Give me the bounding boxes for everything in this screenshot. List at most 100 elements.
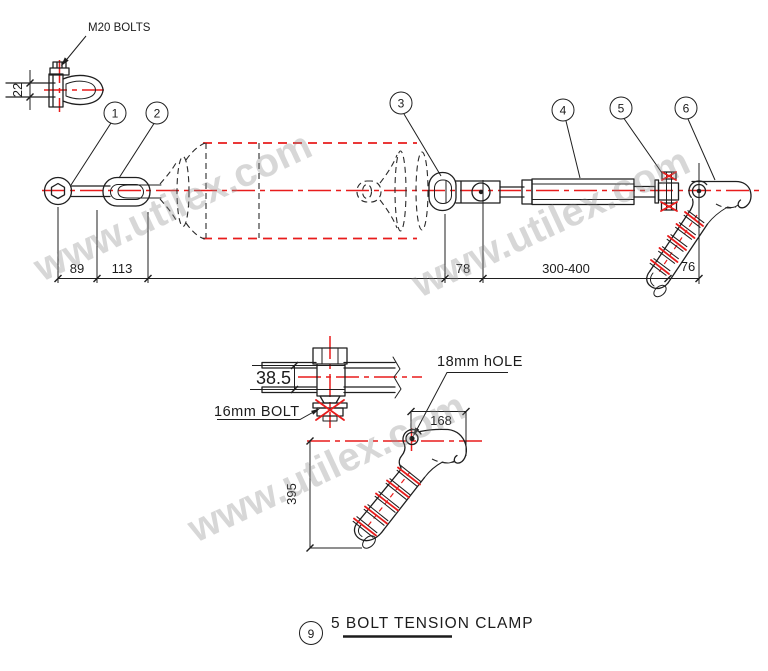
right-tongue-eye bbox=[361, 183, 373, 200]
extension-lines bbox=[57, 163, 700, 284]
svg-text:3: 3 bbox=[398, 97, 405, 111]
balloon-1: 1 bbox=[103, 101, 127, 125]
balloon-5: 5 bbox=[609, 96, 633, 120]
main-dimensions: 89 113 78 300-400 76 bbox=[54, 163, 703, 284]
svg-text:5: 5 bbox=[618, 102, 625, 116]
bolt-detail: 38.5 16mm BOLT bbox=[214, 347, 402, 422]
u-bolt-lines bbox=[352, 465, 422, 538]
barrel-axis bbox=[658, 214, 698, 273]
bolt-top-nut bbox=[661, 171, 677, 180]
turnbuckle-body bbox=[531, 178, 635, 206]
clamp-u-bolts bbox=[649, 210, 705, 276]
barrel-tip bbox=[362, 535, 376, 549]
collar bbox=[319, 395, 341, 404]
dim-plate-gap: 38.5 bbox=[256, 368, 291, 388]
watermark-text: www.utilex.com bbox=[404, 139, 696, 306]
hole-boss bbox=[402, 428, 422, 446]
barrel-end bbox=[646, 270, 669, 290]
oval-link-outer bbox=[102, 176, 151, 207]
insulator-red-outline bbox=[203, 142, 417, 240]
drawing-title: 5 BOLT TENSION CLAMP bbox=[331, 615, 534, 632]
bolted-clevis bbox=[654, 171, 680, 212]
ball-eye-ring bbox=[43, 176, 73, 206]
watermarks: www.utilex.com www.utilex.com www.utilex… bbox=[26, 123, 696, 551]
right-skirt-1 bbox=[394, 150, 407, 232]
turnbuckle-left-nut bbox=[521, 179, 533, 205]
balloon-leaders bbox=[70, 113, 716, 186]
dim-socket: 78 bbox=[456, 261, 470, 276]
m20-leader-arrow bbox=[61, 57, 69, 66]
balloon-3: 3 bbox=[389, 91, 413, 115]
barrel-end-ring bbox=[358, 524, 363, 537]
dim-clamp-offset: 76 bbox=[681, 259, 695, 274]
insulator bbox=[159, 142, 429, 240]
dim-clamp-height: 395 bbox=[284, 483, 299, 505]
barrel-end bbox=[353, 521, 385, 542]
clevis-eye bbox=[471, 182, 491, 202]
clevis-cheeks bbox=[316, 363, 346, 397]
balloon-2: 2 bbox=[145, 101, 169, 125]
right-bell bbox=[379, 154, 398, 229]
socket-clevis bbox=[428, 171, 525, 212]
title-balloon bbox=[299, 621, 323, 645]
m20-bolt bbox=[49, 61, 70, 76]
ball-eye-hex bbox=[50, 182, 66, 200]
clamp-u-bolts bbox=[352, 465, 422, 538]
red-x-bolt bbox=[315, 399, 345, 421]
right-tongue bbox=[356, 180, 382, 203]
dim-turnbuckle-range: 300-400 bbox=[542, 261, 590, 276]
bolt-bottom-nut bbox=[660, 202, 678, 211]
turnbuckle bbox=[521, 178, 656, 206]
label-18mm-hole: 18mm hOLE bbox=[437, 354, 523, 370]
bottom-strap bbox=[261, 386, 396, 394]
svg-text:6: 6 bbox=[683, 102, 690, 116]
bolt16-leader bbox=[217, 409, 319, 420]
balloon-4: 4 bbox=[551, 98, 575, 122]
socket-inner bbox=[434, 179, 452, 204]
left-cap-skirt bbox=[176, 155, 190, 228]
red-x-bottom bbox=[660, 201, 678, 212]
dim385-lines bbox=[250, 365, 345, 390]
clevis-block bbox=[657, 182, 680, 201]
label-16mm-bolt: 16mm BOLT bbox=[214, 404, 300, 420]
oval-link-inner bbox=[110, 184, 144, 200]
right-skirt-2 bbox=[415, 151, 429, 231]
watermark-text: www.utilex.com bbox=[26, 123, 318, 290]
dim22-tick bbox=[26, 93, 34, 101]
dim-strap-thickness: 22 bbox=[10, 83, 25, 97]
clevis-pin bbox=[478, 189, 484, 195]
u-bolt-red-marks bbox=[650, 211, 704, 275]
shackle-detail: 22 M20 BOLTS bbox=[5, 22, 151, 110]
shell-section-lines bbox=[205, 143, 260, 238]
clevis-body bbox=[48, 73, 64, 108]
turnbuckle-body-inner bbox=[531, 183, 635, 200]
break-symbol bbox=[392, 356, 402, 399]
clamp-hole-pin bbox=[409, 435, 415, 442]
dim-clamp-top-width: 168 bbox=[430, 413, 452, 428]
bolt16-leader-arrow bbox=[311, 408, 320, 415]
clamp-hole bbox=[405, 431, 419, 446]
tension-clamp bbox=[646, 180, 752, 298]
red-x-top bbox=[661, 171, 677, 181]
dim22-tick bbox=[26, 79, 34, 87]
pear-link-inner bbox=[65, 80, 96, 100]
title-block: 9 5 BOLT TENSION CLAMP bbox=[299, 615, 534, 645]
socket-body bbox=[428, 171, 457, 212]
cap-tongue bbox=[117, 184, 162, 199]
svg-text:4: 4 bbox=[560, 104, 567, 118]
dim168-lines bbox=[410, 411, 467, 456]
svg-text:2: 2 bbox=[154, 107, 161, 121]
clamp-neck bbox=[398, 443, 406, 471]
label-m20-bolts: M20 BOLTS bbox=[88, 22, 151, 34]
dim-ball-eye: 89 bbox=[70, 261, 84, 276]
balloons: 1 2 3 4 5 6 bbox=[70, 91, 716, 186]
clamp-neck bbox=[689, 198, 694, 211]
title-balloon-number: 9 bbox=[308, 627, 315, 641]
clamp-eye-boss bbox=[688, 180, 708, 199]
centerlines bbox=[42, 60, 764, 453]
bolt-tip bbox=[322, 415, 338, 422]
balloon-6: 6 bbox=[674, 96, 698, 120]
barrel-tip bbox=[653, 284, 667, 298]
